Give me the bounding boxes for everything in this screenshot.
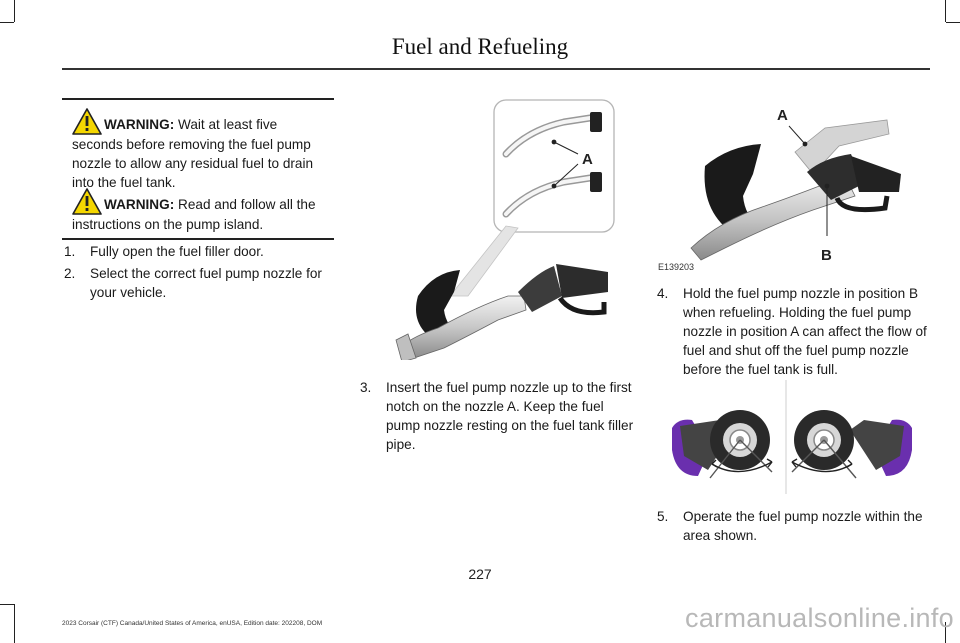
figure-label-a: A bbox=[777, 107, 788, 124]
step-2: 2. Select the correct fuel pump nozzle f… bbox=[64, 264, 336, 302]
warning-2-label: WARNING: bbox=[104, 197, 175, 212]
step-number: 2. bbox=[64, 266, 76, 281]
nozzle-insertion-illustration: A bbox=[395, 99, 615, 360]
figure-label-b: B bbox=[821, 247, 832, 264]
step-4: 4. Hold the fuel pump nozzle in position… bbox=[657, 284, 932, 379]
warning-box: WARNING: Wait at least five seconds befo… bbox=[62, 98, 334, 240]
crop-mark-bottom-left-v bbox=[14, 604, 16, 643]
step-1: 1. Fully open the fuel filler door. bbox=[64, 242, 336, 261]
page-number: 227 bbox=[468, 566, 492, 582]
nozzle-operating-area-illustration bbox=[672, 380, 912, 494]
warning-2-text: Read and follow all the instructions on … bbox=[72, 197, 316, 232]
inset-pointer bbox=[449, 225, 519, 297]
header-rule bbox=[62, 68, 930, 70]
nozzle-hold-position-illustration: A B bbox=[690, 107, 901, 264]
warning-triangle-icon bbox=[72, 108, 102, 135]
page-title: Fuel and Refueling bbox=[391, 34, 569, 59]
step-text: Insert the fuel pump nozzle up to the fi… bbox=[386, 380, 634, 452]
crop-mark-bottom-right-v bbox=[945, 622, 947, 643]
crop-mark-top-left-h bbox=[0, 22, 14, 24]
step-number: 5. bbox=[657, 509, 669, 524]
step-text: Hold the fuel pump nozzle in position B … bbox=[683, 286, 927, 377]
step-text: Fully open the fuel filler door. bbox=[90, 244, 264, 259]
warning-2: WARNING: Read and follow all the instruc… bbox=[72, 187, 330, 234]
edition-line: 2023 Corsair (CTF) Canada/United States … bbox=[62, 620, 323, 627]
figure-label-a: A bbox=[582, 151, 593, 168]
step-3: 3. Insert the fuel pump nozzle up to the… bbox=[360, 378, 635, 454]
figure-caption: E139203 bbox=[658, 262, 695, 272]
crop-mark-top-left-v bbox=[14, 0, 16, 22]
step-number: 4. bbox=[657, 286, 669, 301]
crop-mark-top-right-v bbox=[945, 0, 947, 22]
warning-1-text: Wait at least five seconds before removi… bbox=[72, 117, 314, 190]
crop-mark-bottom-left-h bbox=[0, 604, 14, 606]
step-5: 5. Operate the fuel pump nozzle within t… bbox=[657, 507, 932, 545]
crop-mark-top-right-h bbox=[946, 22, 960, 24]
step-text: Select the correct fuel pump nozzle for … bbox=[90, 266, 322, 300]
watermark: carmanualsonline.info bbox=[685, 603, 954, 633]
step-number: 1. bbox=[64, 244, 76, 259]
step-text: Operate the fuel pump nozzle within the … bbox=[683, 509, 923, 543]
warning-triangle-icon bbox=[72, 188, 102, 215]
warning-1-label: WARNING: bbox=[104, 117, 175, 132]
step-number: 3. bbox=[360, 380, 372, 395]
warning-1: WARNING: Wait at least five seconds befo… bbox=[72, 107, 330, 192]
